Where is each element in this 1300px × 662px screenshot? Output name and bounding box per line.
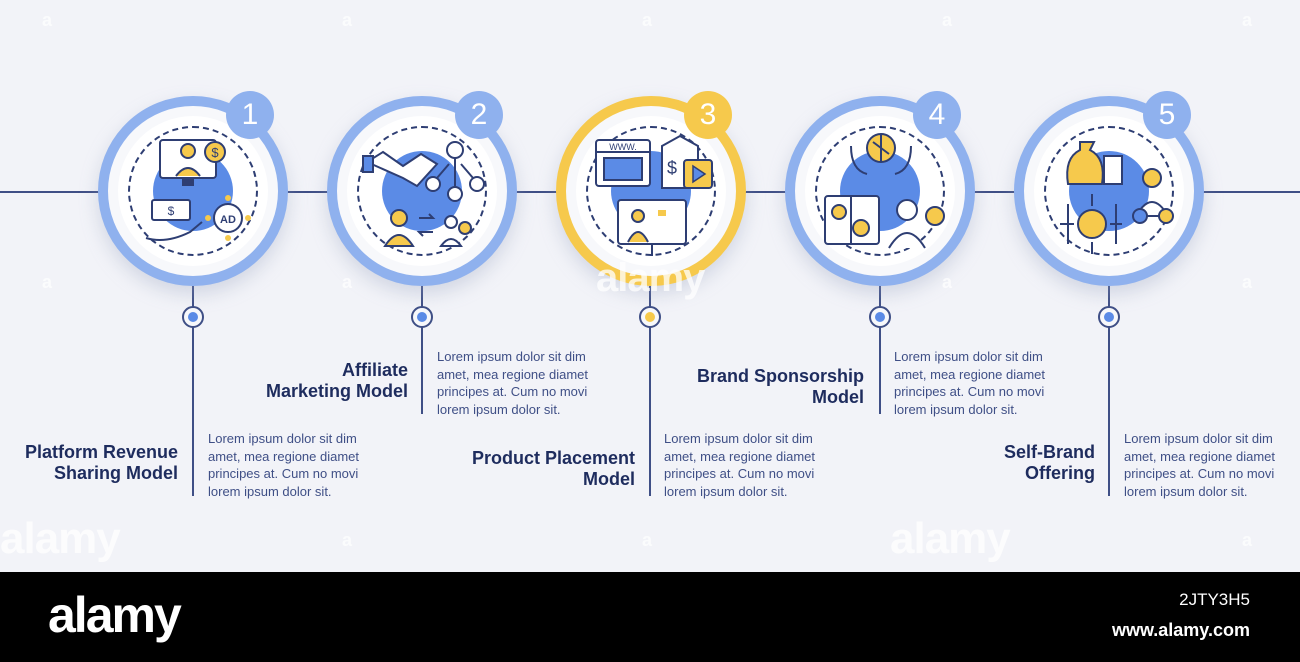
svg-text:WWW.: WWW. bbox=[609, 142, 637, 152]
svg-text:AD: AD bbox=[220, 214, 236, 226]
site-url: www.alamy.com bbox=[1111, 620, 1250, 640]
footer-bar: alamy 2JTY3H5 www.alamy.com bbox=[0, 572, 1300, 662]
alamy-logo: alamy bbox=[48, 587, 182, 643]
svg-text:$: $ bbox=[168, 204, 175, 218]
step-5-marker bbox=[1098, 306, 1120, 328]
connector-line-2 bbox=[421, 286, 423, 414]
step-2-title: Affiliate Marketing Model bbox=[265, 360, 408, 401]
watermark: alamy bbox=[596, 256, 705, 300]
watermark-mark: a bbox=[942, 272, 953, 292]
watermark-mark: a bbox=[342, 272, 353, 292]
step-1-number-badge: 1 bbox=[226, 91, 274, 139]
cash-hand-icon: $ bbox=[145, 199, 203, 241]
infographic-canvas: $ $ AD 1 bbox=[0, 10, 1300, 563]
referral-people-icon bbox=[383, 209, 472, 247]
step-1-circle: $ $ AD bbox=[98, 96, 288, 286]
person-products-icon bbox=[1132, 168, 1174, 224]
step-3-title: Product Placement Model bbox=[471, 448, 635, 489]
dollar-coin-icon: $ bbox=[204, 141, 226, 163]
watermark-mark: a bbox=[1242, 272, 1253, 292]
step-4-number-badge: 4 bbox=[913, 91, 961, 139]
svg-text:$: $ bbox=[211, 145, 219, 160]
connector-line-1 bbox=[192, 286, 194, 496]
connector-line-4 bbox=[879, 286, 881, 414]
watermark: alamy bbox=[0, 514, 121, 563]
hands-logo-icon bbox=[850, 133, 912, 175]
step-5-number-badge: 5 bbox=[1143, 91, 1191, 139]
step-5-title: Self-Brand Offering bbox=[1003, 442, 1095, 483]
step-2-circle bbox=[327, 96, 517, 286]
step-2-marker bbox=[411, 306, 433, 328]
brand-arrows-icon bbox=[1060, 194, 1122, 254]
presenter-screen-icon bbox=[617, 199, 687, 256]
ad-network-icon: AD bbox=[205, 195, 251, 241]
browser-www-icon: WWW. bbox=[595, 139, 651, 187]
step-4-marker bbox=[869, 306, 891, 328]
watermark-mark: a bbox=[342, 10, 353, 30]
step-1-marker bbox=[182, 306, 204, 328]
app-window-icon bbox=[824, 195, 880, 245]
handshake-icon bbox=[362, 150, 439, 188]
watermark-mark: a bbox=[1242, 530, 1253, 550]
watermark: alamy bbox=[890, 514, 1011, 563]
watermark-mark: a bbox=[1242, 10, 1253, 30]
watermark-mark: a bbox=[342, 530, 353, 550]
connector-line-3 bbox=[649, 286, 651, 496]
step-2-number-badge: 2 bbox=[455, 91, 503, 139]
step-1-title: Platform Revenue Sharing Model bbox=[24, 442, 178, 483]
step-3-number-badge: 3 bbox=[684, 91, 732, 139]
step-4-title: Brand Sponsorship Model bbox=[696, 366, 864, 407]
watermark-mark: a bbox=[942, 10, 953, 30]
user-network-icon bbox=[425, 141, 485, 202]
svg-text:$: $ bbox=[667, 158, 677, 178]
watermark-mark: a bbox=[42, 10, 53, 30]
price-tag-video-icon: $ bbox=[661, 134, 713, 189]
connector-line-5 bbox=[1108, 286, 1110, 496]
money-bag-icon bbox=[1066, 141, 1123, 185]
monitor-user-icon bbox=[159, 139, 217, 186]
influencer-icon bbox=[888, 199, 945, 249]
watermark-mark: a bbox=[642, 530, 653, 550]
step-4-circle bbox=[785, 96, 975, 286]
image-id: 2JTY3H5 bbox=[1179, 590, 1250, 609]
watermark-mark: a bbox=[42, 272, 53, 292]
watermark-mark: a bbox=[642, 10, 653, 30]
step-3-marker bbox=[639, 306, 661, 328]
